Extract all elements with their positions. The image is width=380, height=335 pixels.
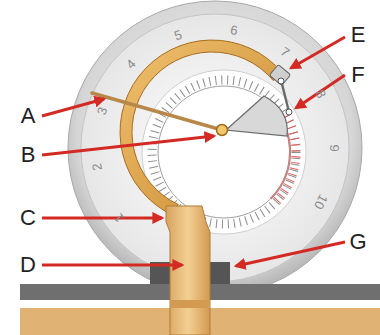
scale-number: 9 — [328, 144, 341, 151]
pinion — [217, 125, 228, 136]
link-pin — [286, 109, 292, 115]
dial-ring — [158, 86, 290, 218]
leader-arrow — [296, 75, 345, 108]
leader-arrow — [291, 37, 345, 68]
stem-joint — [170, 300, 210, 308]
part-letter: C — [20, 207, 36, 229]
pointer-needle — [92, 93, 222, 130]
leader-arrow — [42, 264, 182, 267]
part-letter: B — [21, 144, 36, 166]
leader-arrow — [236, 242, 345, 266]
sector-gear — [226, 96, 287, 136]
part-letter: G — [349, 231, 366, 253]
link-pin — [278, 78, 284, 84]
part-letter: A — [21, 105, 36, 127]
part-letter: E — [351, 24, 366, 46]
leader-arrow — [42, 136, 214, 155]
tube-end-cap — [269, 64, 290, 85]
gauge-face — [81, 14, 349, 282]
part-letter: D — [20, 254, 36, 276]
leader-arrow — [42, 217, 162, 220]
link-bar — [281, 80, 289, 112]
leader-arrow — [42, 99, 104, 116]
socket-stem — [166, 206, 210, 335]
scale-number: 2 — [90, 162, 104, 171]
scale-number: 6 — [229, 23, 238, 37]
part-letter: F — [351, 64, 364, 86]
